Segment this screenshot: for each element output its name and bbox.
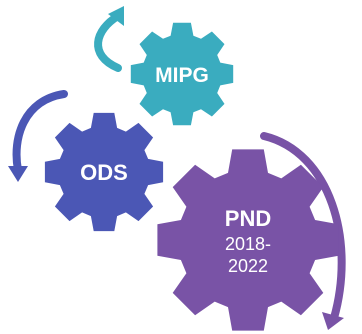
ods-gear	[44, 112, 164, 232]
gear-ods-shape	[44, 112, 164, 232]
gear-mipg-shape	[130, 22, 234, 126]
mipg-label: MIPG	[155, 64, 209, 87]
mipg-curved-arrow-icon	[94, 12, 122, 72]
pnd-arrowhead-icon	[322, 312, 344, 330]
mipg-arrowhead-icon	[108, 6, 124, 26]
pnd-curved-arrow-icon	[260, 132, 346, 322]
pnd-year-line-2: 2022	[228, 256, 268, 276]
ods-label: ODS	[80, 160, 128, 185]
mipg-gear	[130, 22, 234, 126]
ods-curved-arrow-icon	[12, 90, 68, 174]
pnd-gear	[157, 149, 339, 331]
pnd-label: PND	[225, 206, 271, 231]
pnd-year-line-1: 2018-	[225, 234, 271, 254]
gear-pnd-shape	[157, 149, 339, 331]
ods-arrowhead-icon	[8, 166, 28, 182]
